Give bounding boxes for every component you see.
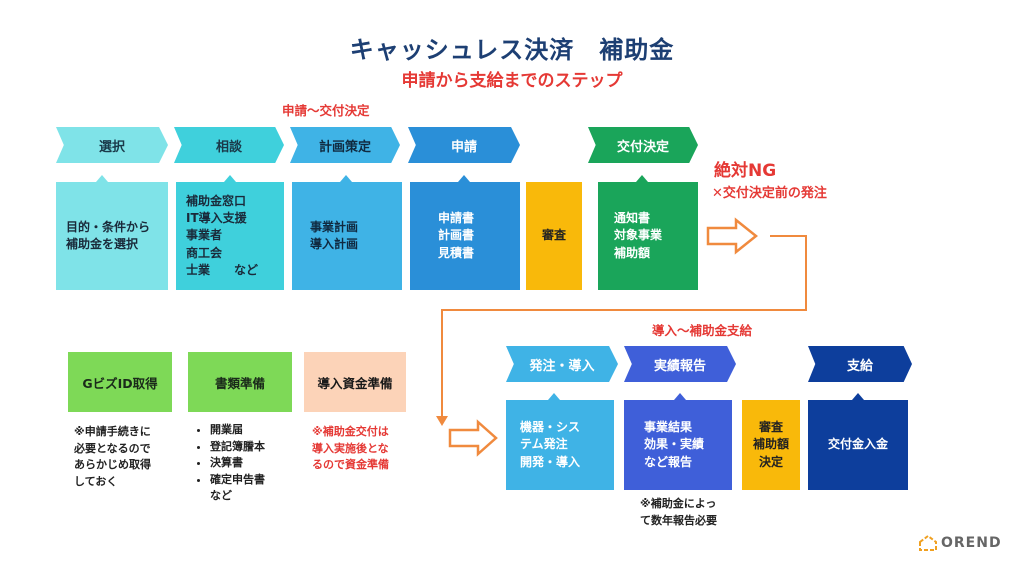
step-order-install: 発注・導入 [506,346,618,382]
prep-gbiz-id: GビズID取得 [68,352,172,412]
ng-text: ✕交付決定前の発注 [712,186,827,201]
consult-detail: 補助金窓口 IT導入支援 事業者 商工会 士業 など [176,182,284,290]
pointer-triangle [674,393,686,400]
pointer-triangle [224,175,236,182]
step-grant-decision: 交付決定 [588,127,698,163]
grant-decision-detail: 通知書 対象事業 補助額 [598,182,698,290]
step-select: 選択 [56,127,168,163]
hollow-arrow-right [706,217,759,255]
final-review-box: 審査 補助額 決定 [742,400,800,490]
step-report: 実績報告 [624,346,736,382]
report-note: ※補助金によっ て数年報告必要 [640,497,717,527]
pointer-triangle [96,175,108,182]
prep-funds: 導入資金準備 [304,352,406,412]
ng-title: 絶対NG [714,161,777,181]
gbiz-note: ※申請手続きに 必要となるので あらかじめ取得 しておく [74,425,151,488]
logo-text: OREND [941,535,1002,551]
list-item: 登記簿謄本 [210,439,265,456]
list-item: 確定申告書 など [210,472,265,505]
prep-documents: 書類準備 [188,352,292,412]
order-install-detail: 機器・シス テム発注 開発・導入 [506,400,614,490]
list-item: 開業届 [210,422,265,439]
hollow-arrow-right [448,419,498,457]
step-apply: 申請 [408,127,520,163]
list-item: 決算書 [210,455,265,472]
plan-detail: 事業計画 導入計画 [292,182,402,290]
review-box: 審査 [526,182,582,290]
apply-detail: 申請書 計画書 見積書 [410,182,520,290]
pointer-triangle [852,393,864,400]
funds-note: ※補助金交付は 導入実施後とな るので資金準備 [312,425,389,471]
brand-logo: OREND [918,534,1002,552]
pointer-triangle [340,175,352,182]
pointer-triangle [458,175,470,182]
report-detail: 事業結果 効果・実績 など報告 [624,400,732,490]
house-icon [919,534,937,551]
pointer-triangle [548,393,560,400]
step-consult: 相談 [174,127,284,163]
documents-list: 開業届 登記簿謄本 決算書 確定申告書 など [196,422,265,505]
phase1-label: 申請〜交付決定 [282,103,370,118]
select-detail: 目的・条件から 補助金を選択 [56,182,168,290]
page-title: キャッシュレス決済 補助金 [349,36,675,64]
phase2-label: 導入〜補助金支給 [652,323,753,338]
flow-connector [441,235,807,418]
pointer-triangle [636,175,648,182]
page-subtitle: 申請から支給までのステップ [401,71,623,91]
connector-arrowhead [436,416,448,426]
step-plan: 計画策定 [290,127,400,163]
payment-detail: 交付金入金 [808,400,908,490]
step-payment: 支給 [808,346,912,382]
